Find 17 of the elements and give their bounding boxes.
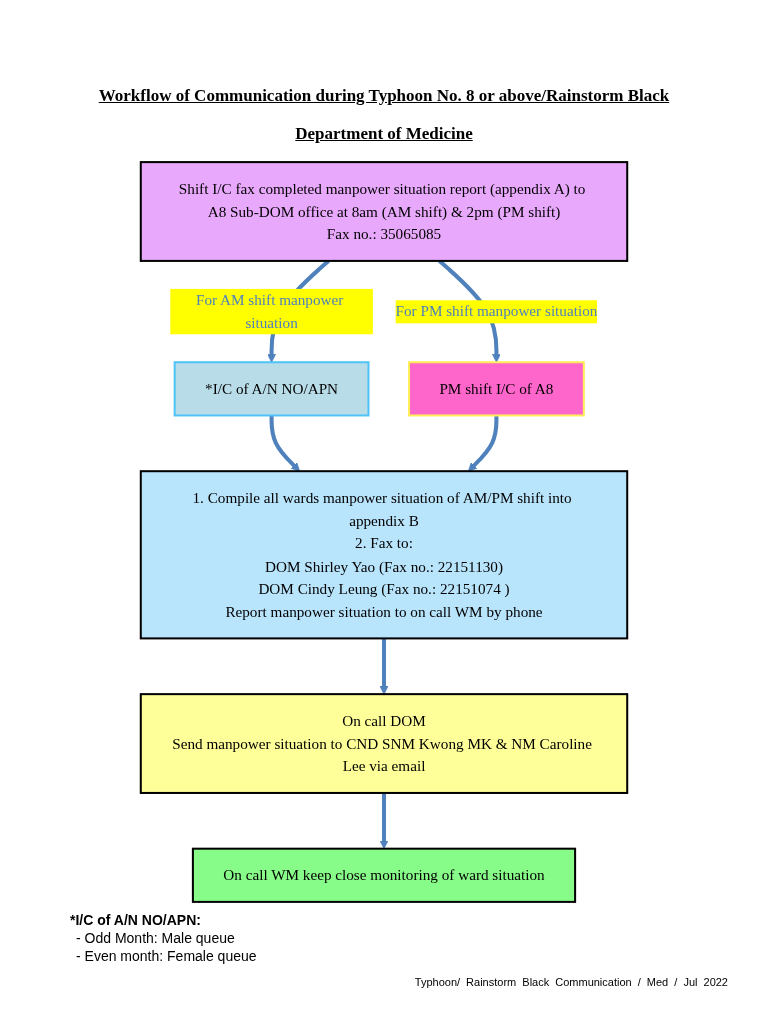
note-text: - Odd Month: Male queue [75, 930, 236, 946]
edge-label: For AM shift manpower situation [195, 291, 344, 331]
edge-label: For PM shift manpower situation [395, 303, 598, 320]
node-box: Shift I/C fax completed manpower situation report (appendix A) to A8 Sub-DOM office at 8am (AM shift) & 2pm (PM shift) Fax no.: 35065085 [139, 161, 629, 262]
node-box: On call WM keep close monitoring of ward situation [191, 847, 577, 903]
arrow [467, 415, 499, 472]
footer-text: Typhoon/ Rainstorm Black Communication / Med / Jul 2022 [414, 976, 728, 988]
subtitle: Department of Medicine [295, 124, 473, 144]
arrow [379, 638, 389, 695]
node-box: *I/C of A/N NO/APN [173, 361, 370, 417]
node-box: 1. Compile all wards manpower situation of AM/PM shift into appendix B 2. Fax to: DOM Shirley Yao (Fax no.: 22151130) DOM Cindy Leung (Fax no.: 22151074 ) Report manpower situation to on call WM by phone [139, 470, 629, 640]
node-box: PM shift I/C of A8 [408, 361, 585, 417]
note-text: - Even month: Female queue [75, 948, 257, 964]
arrow [269, 415, 301, 472]
node-box: On call DOM Send manpower situation to CND SNM Kwong MK & NM Caroline Lee via email [139, 693, 629, 794]
title: Workflow of Communication during Typhoon No. 8 or above/Rainstorm Black [98, 86, 670, 106]
note-heading: *I/C of A/N NO/APN: [70, 912, 202, 928]
